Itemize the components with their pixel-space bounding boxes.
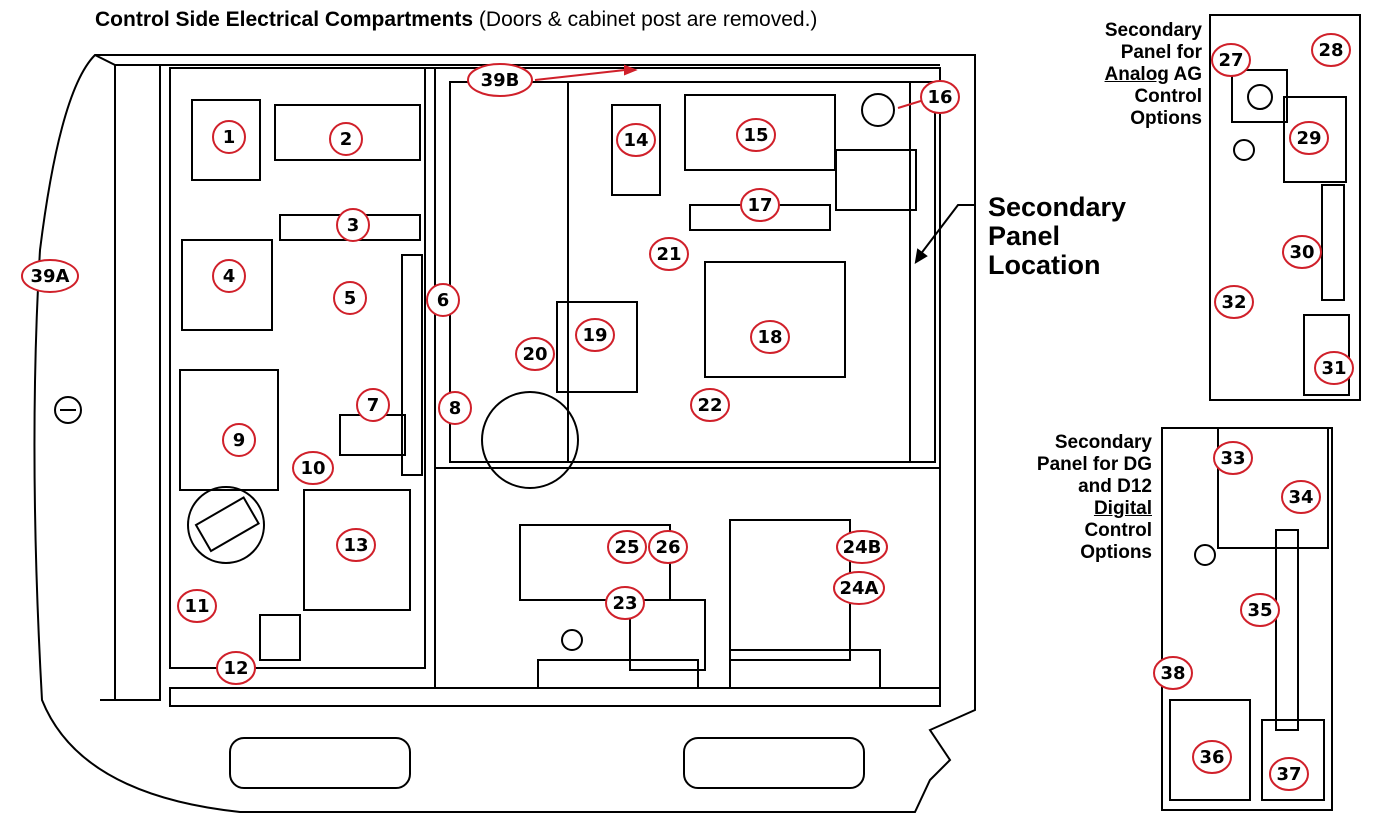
callout-label: 33 [1220,448,1245,469]
callout-label: 20 [522,344,547,365]
callout-label: 7 [367,395,380,416]
callout-label: 13 [343,535,368,556]
callout-34 [1281,480,1321,514]
secondary-panel-drawings [1161,14,1361,811]
callout-10 [292,451,334,485]
callout-20 [515,337,555,371]
callout-16 [920,80,960,114]
callout-labels: 1 2 3 4 5 6 7 8 9 10 11 12 13 14 15 16 1… [31,40,1347,785]
callout-12 [216,651,256,685]
callout-25 [607,530,647,564]
callout-label: 8 [449,398,462,419]
callout-label: 25 [614,537,639,558]
callout-label: 35 [1247,600,1272,621]
diagram-title: Control Side Electrical Compartments (Do… [95,8,818,31]
callout-label: 27 [1218,50,1243,71]
callout-37 [1269,757,1309,791]
callout-13 [336,528,376,562]
callout-label: 9 [233,430,246,451]
callout-label: 14 [623,130,648,151]
callout-label: 10 [300,458,325,479]
callout-label: 24B [843,537,882,558]
callout-14 [616,123,656,157]
callout-label: 31 [1321,358,1346,379]
callout-8 [438,391,472,425]
callout-label: 21 [656,244,681,265]
callout-label: 2 [340,129,353,150]
callout-3 [336,208,370,242]
callout-label: 39B [481,70,520,91]
callout-label: 6 [437,290,450,311]
callout-36 [1192,740,1232,774]
callout-label: 1 [223,127,236,148]
callout-label: 37 [1276,764,1301,785]
callout-22 [690,388,730,422]
callout-31 [1314,351,1354,385]
callout-label: 39A [31,266,70,287]
callout-27 [1211,43,1251,77]
callout-6 [426,283,460,317]
callout-label: 28 [1318,40,1343,61]
callout-label: 12 [223,658,248,679]
secondary-panel-location-label: Secondary Panel Location [988,192,1127,280]
callout-label: 11 [184,596,209,617]
callout-label: 22 [697,395,722,416]
callout-30 [1282,235,1322,269]
callout-38 [1153,656,1193,690]
callout-label: 19 [582,325,607,346]
callout-21 [649,237,689,271]
callout-7 [356,388,390,422]
callout-26 [648,530,688,564]
analog-panel-label: Secondary Panel for Analog AG Control Op… [1104,20,1202,129]
callout-23 [605,586,645,620]
callout-17 [740,188,780,222]
callout-29 [1289,121,1329,155]
callout-28 [1311,33,1351,67]
leader-lines [534,64,925,109]
callout-18 [750,320,790,354]
callout-39B [467,63,533,97]
callout-label: 18 [757,327,782,348]
callout-label: 38 [1160,663,1185,684]
callout-label: 30 [1289,242,1314,263]
callout-label: 17 [747,195,772,216]
callout-label: 32 [1221,292,1246,313]
callout-label: 23 [612,593,637,614]
callout-label: 3 [347,215,360,236]
callout-5 [333,281,367,315]
callout-1 [212,120,246,154]
callout-label: 34 [1288,487,1313,508]
location-arrow [914,204,975,264]
callout-label: 36 [1199,747,1224,768]
callout-layer [21,33,1354,791]
callout-label: 24A [840,578,879,599]
callout-2 [329,122,363,156]
callout-9 [222,423,256,457]
callout-11 [177,589,217,623]
callout-label: 5 [344,288,357,309]
callout-32 [1214,285,1254,319]
callout-label: 16 [927,87,952,108]
callout-label: 15 [743,125,768,146]
callout-label: 4 [223,266,236,287]
callout-label: 26 [655,537,680,558]
callout-24A [833,571,885,605]
callout-24B [836,530,888,564]
callout-15 [736,118,776,152]
callout-19 [575,318,615,352]
digital-panel-label: Secondary Panel for DG and D12 Digital C… [1036,432,1152,563]
callout-label: 29 [1296,128,1321,149]
callout-35 [1240,593,1280,627]
callout-33 [1213,441,1253,475]
cabinet-outline [33,54,976,813]
callout-4 [212,259,246,293]
callout-39A [21,259,79,293]
